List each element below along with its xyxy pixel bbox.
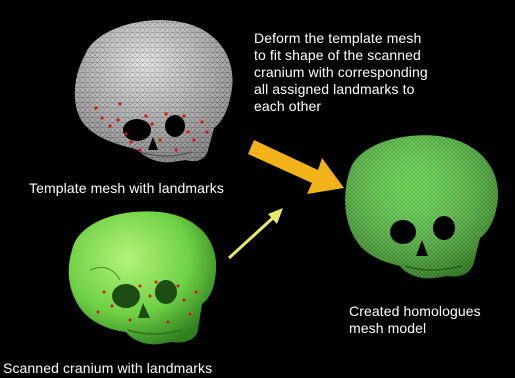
scanned-cranium-label: Scanned cranium with landmarks <box>3 360 212 377</box>
fit-arrow <box>229 208 283 258</box>
result-skull-mesh <box>345 135 498 278</box>
template-skull-mesh <box>75 20 233 162</box>
deform-arrow <box>248 140 344 194</box>
template-mesh-label: Template mesh with landmarks <box>29 180 224 197</box>
deform-description: Deform the template mesh to fit shape of… <box>254 30 499 115</box>
scanned-skull <box>69 211 216 344</box>
created-mesh-label: Created homologues mesh model <box>349 303 481 337</box>
